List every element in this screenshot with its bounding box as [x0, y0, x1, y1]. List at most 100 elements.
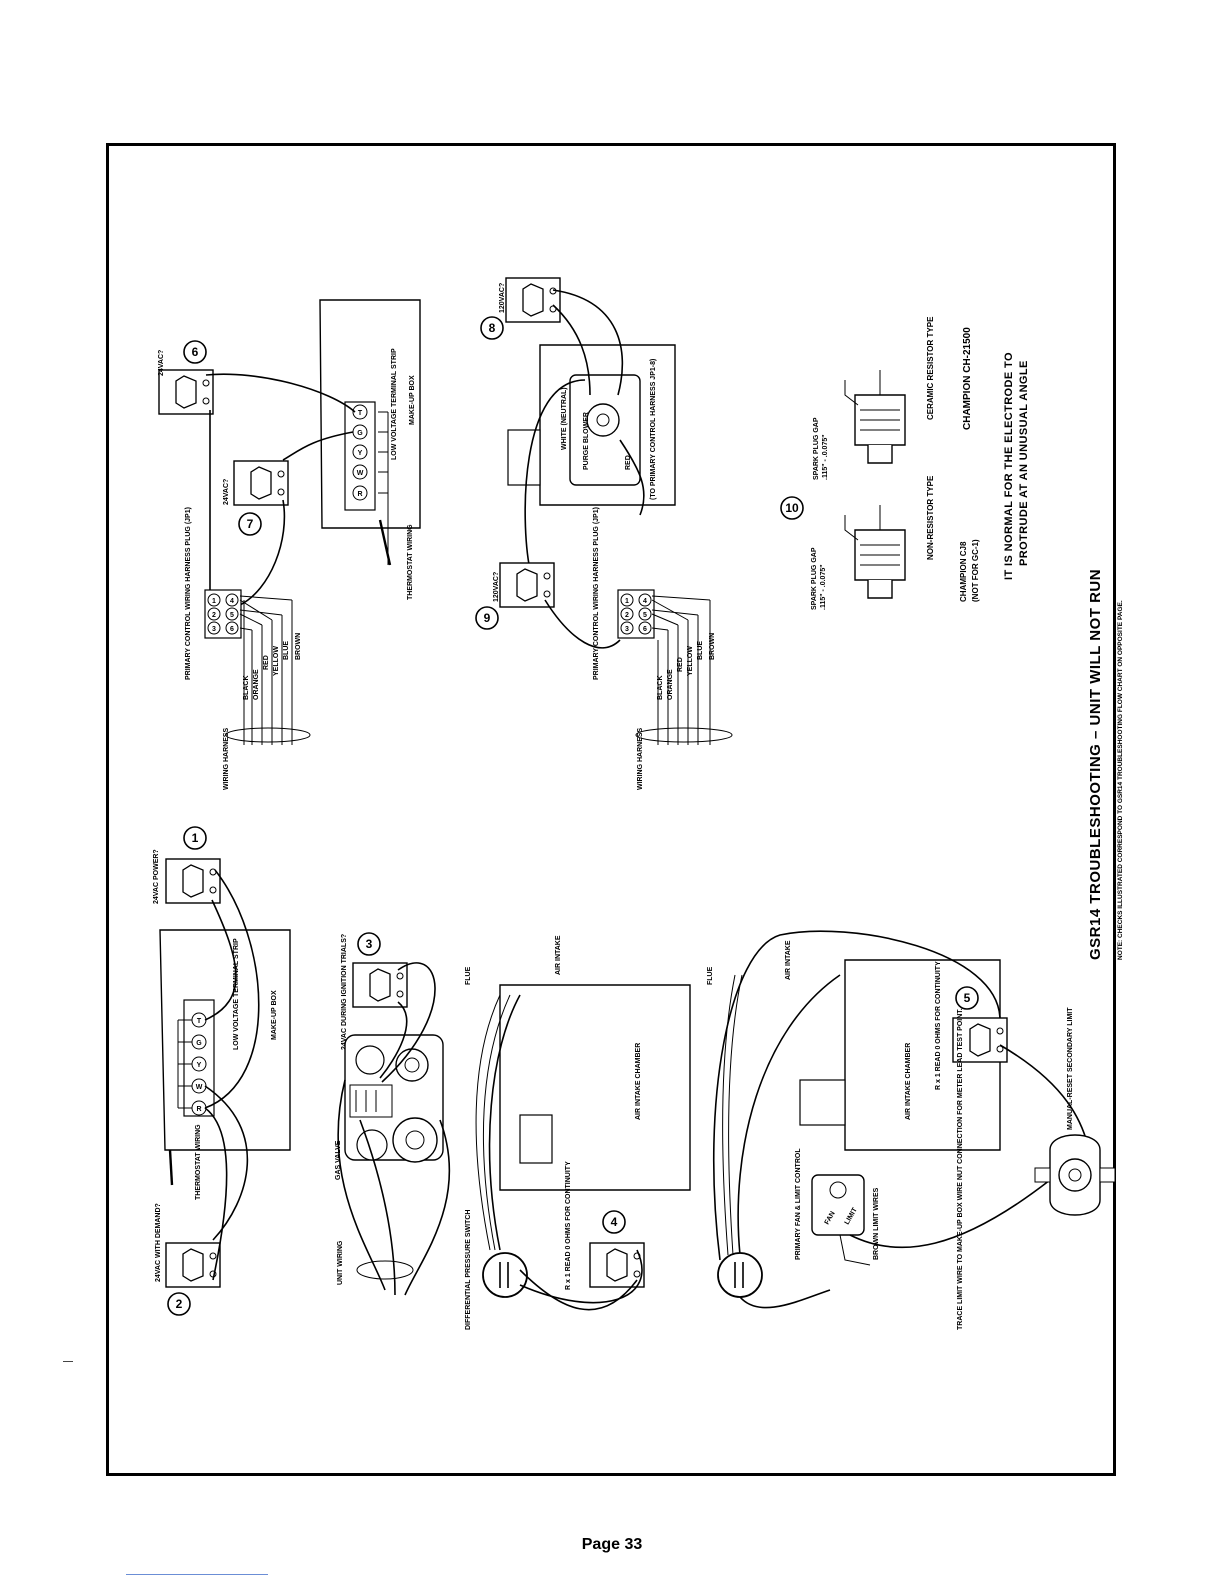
- svg-text:2: 2: [212, 612, 216, 619]
- wire-colors-lower: BLACK ORANGE RED YELLOW BLUE BROWN: [657, 633, 716, 700]
- spark-gap-label-right: SPARK PLUG GAP: [813, 417, 820, 480]
- svg-text:5: 5: [230, 612, 234, 619]
- badge-check-4: 4: [602, 1210, 626, 1234]
- check-2-label: 24VAC WITH DEMAND?: [155, 1203, 162, 1282]
- unit-wiring-label: UNIT WIRING: [337, 1240, 344, 1285]
- air-intake-label-2: AIR INTAKE: [785, 940, 792, 980]
- svg-text:8: 8: [489, 321, 496, 335]
- wiring-harness-label-lower: WIRING HARNESS: [637, 727, 644, 790]
- primary-fan-limit-control: [811, 1174, 865, 1236]
- svg-text:G: G: [196, 1040, 202, 1047]
- svg-text:2: 2: [176, 1297, 183, 1311]
- badge-check-8: 8: [480, 316, 504, 340]
- badge-check-10: 10: [780, 496, 804, 520]
- svg-text:6: 6: [643, 626, 647, 633]
- svg-text:4: 4: [643, 598, 647, 605]
- svg-text:1: 1: [192, 831, 199, 845]
- pressure-switch-2: [717, 1252, 763, 1298]
- white-neutral-label: WHITE (NEUTRAL): [561, 387, 568, 450]
- svg-text:R: R: [357, 491, 362, 498]
- meter-check-8: [505, 277, 561, 323]
- trace-limit-label: TRACE LIMIT WIRE TO MAKE-UP BOX WIRE NUT…: [957, 1008, 964, 1330]
- plug-label-upper: PRIMARY CONTROL WIRING HARNESS PLUG (JP1…: [185, 507, 192, 680]
- svg-text:BROWN: BROWN: [295, 633, 302, 660]
- title-note: NOTE: CHECKS ILLUSTRATED CORRESPOND TO G…: [1117, 600, 1124, 960]
- svg-text:2: 2: [625, 612, 629, 619]
- svg-text:BLACK: BLACK: [243, 676, 250, 701]
- spark-gap-value-left: .115" - .0.075": [820, 564, 827, 610]
- diagram-frame: [106, 143, 1116, 1476]
- svg-text:1: 1: [212, 598, 216, 605]
- plug-pins-upper: 3 2 1 6 5 4: [207, 593, 239, 635]
- champion-ch21500-label: CHAMPION CH-21500: [962, 327, 973, 430]
- electrode-caption-line1: IT IS NORMAL FOR THE ELECTRODE TO: [1003, 352, 1015, 580]
- svg-text:G: G: [357, 430, 363, 437]
- spark-plug-non-resistor: [844, 505, 906, 599]
- wire-colors-upper: BLACK ORANGE RED YELLOW BLUE BROWN: [243, 633, 302, 700]
- badge-check-6: 6: [183, 340, 207, 364]
- lv-strip-label-right: LOW VOLTAGE TERMINAL STRIP: [391, 348, 398, 460]
- check-8-label: 120VAC?: [499, 283, 506, 313]
- plug-label-lower: PRIMARY CONTROL WIRING HARNESS PLUG (JP1…: [593, 507, 600, 680]
- to-primary-harness-label: (TO PRIMARY CONTROL HARNESS JP1-8): [650, 359, 657, 500]
- badge-check-1: 1: [183, 826, 207, 850]
- svg-text:T: T: [358, 410, 363, 417]
- badge-check-9: 9: [475, 606, 499, 630]
- svg-text:BLUE: BLUE: [697, 641, 704, 660]
- check-7-label: 24VAC?: [223, 479, 230, 505]
- wiring-harness-label-upper: WIRING HARNESS: [223, 727, 230, 790]
- svg-text:3: 3: [366, 937, 373, 951]
- svg-text:7: 7: [247, 517, 254, 531]
- meter-check-6: [158, 369, 214, 415]
- svg-text:YELLOW: YELLOW: [273, 646, 280, 676]
- spark-gap-label-left: SPARK PLUG GAP: [811, 547, 818, 610]
- check-5-label: R x 1 READ 0 OHMS FOR CONTINUITY: [935, 961, 942, 1090]
- flue-label-1: FLUE: [465, 966, 472, 985]
- svg-text:RED: RED: [263, 655, 270, 670]
- svg-text:10: 10: [785, 501, 799, 515]
- make-up-box-label-right: MAKE-UP BOX: [409, 375, 416, 425]
- svg-text:4: 4: [230, 598, 234, 605]
- red-wire-label: RED: [625, 455, 632, 470]
- margin-mark: [63, 1361, 73, 1362]
- svg-text:RED: RED: [677, 657, 684, 672]
- title-main: GSR14 TROUBLESHOOTING – UNIT WILL NOT RU…: [1087, 569, 1104, 960]
- plug-pins-lower: 3 2 1 6 5 4: [620, 593, 652, 635]
- svg-text:4: 4: [611, 1215, 618, 1229]
- check-4-label: R x 1 READ 0 OHMS FOR CONTINUITY: [565, 1161, 572, 1290]
- badge-check-2: 2: [167, 1292, 191, 1316]
- footer-rule: [126, 1574, 268, 1575]
- flue-label-2: FLUE: [707, 966, 714, 985]
- check-1-label: 24VAC POWER?: [153, 849, 160, 904]
- check-6-label: 24VAC?: [158, 350, 165, 376]
- meter-check-1: [165, 858, 221, 904]
- electrode-caption-line2: PROTRUDE AT AN UNUSUAL ANGLE: [1018, 360, 1030, 566]
- svg-text:9: 9: [484, 611, 491, 625]
- svg-text:6: 6: [230, 626, 234, 633]
- svg-text:6: 6: [192, 345, 199, 359]
- svg-text:5: 5: [964, 991, 971, 1005]
- manual-reset-limit: [1034, 1134, 1116, 1216]
- page-number: Page 33: [581, 1536, 643, 1553]
- badge-check-7: 7: [238, 512, 262, 536]
- differential-pressure-switch: [482, 1252, 528, 1298]
- check-3-label: 24VAC DURING IGNITION TRIALS?: [341, 934, 348, 1050]
- svg-text:ORANGE: ORANGE: [253, 669, 260, 700]
- air-intake-chamber-label-2: AIR INTAKE CHAMBER: [905, 1043, 912, 1120]
- svg-text:W: W: [357, 470, 364, 477]
- purge-blower-label: PURGE BLOWER: [583, 412, 590, 470]
- svg-text:Y: Y: [358, 450, 363, 457]
- thermostat-wiring-label-right: THERMOSTAT WIRING: [407, 524, 414, 600]
- svg-text:1: 1: [625, 598, 629, 605]
- spark-plug-ceramic: [844, 370, 906, 464]
- badge-check-3: 3: [357, 932, 381, 956]
- diagram-title: GSR14 TROUBLESHOOTING – UNIT WILL NOT RU…: [1087, 569, 1124, 960]
- terminals-right: R W Y G T: [352, 404, 368, 501]
- svg-text:Y: Y: [197, 1062, 202, 1069]
- air-intake-chamber-label-1: AIR INTAKE CHAMBER: [635, 1043, 642, 1120]
- check-9-label: 120VAC?: [493, 572, 500, 602]
- svg-text:R: R: [196, 1106, 201, 1113]
- manual-reset-label: MANUAL-RESET SECONDARY LIMIT: [1067, 1007, 1074, 1130]
